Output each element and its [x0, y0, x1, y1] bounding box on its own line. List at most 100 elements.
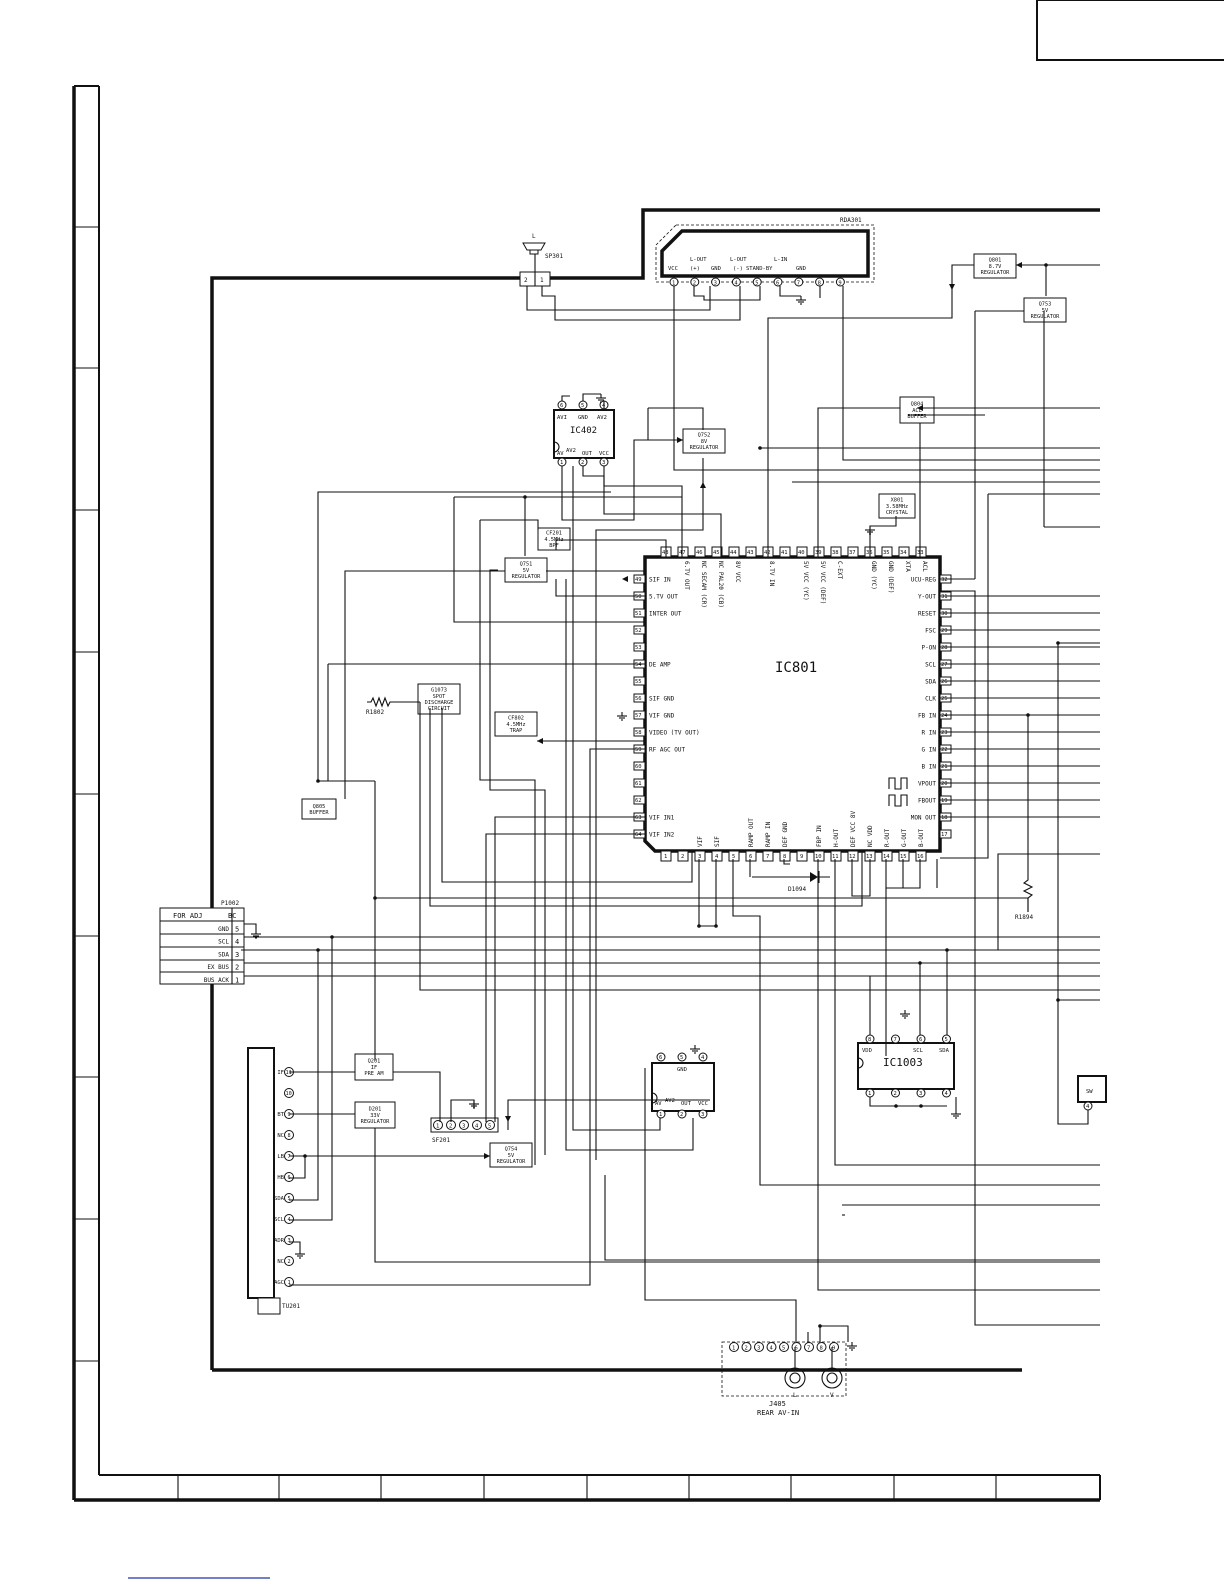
ic801-pin-label: UCU-REG [911, 577, 937, 584]
svg-text:1: 1 [540, 277, 544, 284]
svg-text:BC: BC [228, 912, 236, 920]
ic801-pin-label: NC PAL20 (CB) [717, 561, 724, 608]
ic801-pin [677, 546, 689, 558]
ic801-pin-number: 19 [941, 798, 948, 804]
svg-text:3: 3 [757, 1346, 760, 1352]
page-frame [72, 0, 1224, 1579]
ic801-pin [898, 850, 910, 862]
block-label: X801 [891, 498, 904, 504]
ic801-pin-label: VIF IN2 [649, 832, 675, 839]
svg-text:4: 4 [475, 1124, 479, 1130]
block-label: REGULATOR [497, 1159, 527, 1165]
block-label: 33V [370, 1113, 380, 1119]
ic801-pin-number: 30 [941, 611, 948, 617]
ic801-pin-number: 48 [662, 550, 669, 556]
svg-text:V: V [830, 1392, 834, 1399]
ic801-pin-label: SIF IN [649, 577, 671, 584]
rda301-module: RDA301 VCC L-OUT (+) GND L-OUT (-) STAND… [655, 217, 875, 287]
ic801-pin [847, 850, 859, 862]
ic801-pin-label: GND (DEF) [887, 561, 894, 594]
ic801-pin-number: 62 [635, 798, 642, 804]
svg-text:5: 5 [680, 1055, 683, 1061]
tu201-pin-number: 5 [288, 1196, 291, 1202]
ic801-pin [633, 574, 646, 584]
ic801-pin-number: 6 [749, 854, 752, 860]
ic1003-pin [891, 1088, 900, 1098]
svg-text:(-): (-) [733, 266, 743, 272]
ic801-pin-label: 5V VCC (DEF) [819, 561, 826, 604]
rda301-pin [690, 277, 700, 287]
ic801-pin [881, 850, 893, 862]
ic801-pin-number: 41 [781, 550, 788, 556]
tu201-pin-label: ADR [274, 1238, 285, 1244]
tu201-pin [284, 1277, 294, 1287]
ic801-pin-label: NC VDD [867, 825, 874, 847]
ic801-pin [779, 850, 791, 862]
rda301-pin [835, 277, 845, 287]
ic801-pin-number: 1 [664, 854, 667, 860]
ic801-pin-number: 50 [635, 594, 642, 600]
ic801-pin-label: ACL [921, 561, 928, 572]
ic801-pin [898, 546, 910, 558]
ic801-pin [745, 850, 757, 862]
vpout-pulse-icon [888, 777, 908, 790]
svg-text:GND: GND [578, 415, 588, 421]
board-outline [210, 208, 1100, 1372]
ic801-pin-number: 58 [635, 730, 642, 736]
svg-text:AV2: AV2 [597, 415, 607, 421]
tu201-pin-number: 10 [286, 1091, 292, 1097]
ic801-pin [711, 850, 723, 862]
svg-text:AV2: AV2 [665, 1098, 675, 1104]
ic801-pin [633, 642, 646, 652]
fbout-pulse-icon [888, 794, 908, 807]
ic801-pin-label: VIF GND [649, 713, 675, 720]
block-label: 4.5MHz [506, 722, 525, 728]
ic801-pin-label: R IN [922, 730, 937, 737]
ic801-pin-label: 6.TV OUT [683, 561, 690, 590]
svg-text:4: 4 [945, 1091, 949, 1097]
ic801-pin-number: 25 [941, 696, 948, 702]
svg-text:2: 2 [894, 1091, 897, 1097]
rda301-pin-number: 9 [838, 281, 841, 287]
svg-text:GND: GND [711, 266, 721, 272]
ic801-pin-label: RAMP IN [765, 821, 772, 847]
tu201-pin-number: 9 [288, 1112, 291, 1118]
ic801-pin-number: 37 [849, 550, 856, 556]
rda301-pin-number: 2 [693, 281, 696, 287]
svg-text:GND: GND [677, 1067, 687, 1073]
sw-partial-ic: SW 4 [1057, 643, 1107, 1125]
p1002-row-label: SDA [218, 951, 229, 958]
j405-pin [779, 1342, 789, 1352]
ic801-pin-number: 43 [747, 550, 754, 556]
ic801-pin-number: 53 [635, 645, 642, 651]
tu201-pin-label: AGC [274, 1280, 284, 1286]
sf201-pin [459, 1120, 469, 1130]
ic801-pin-label: R-OUT [884, 829, 891, 847]
ic801-pin-number: 12 [849, 854, 856, 860]
ic801-pin [915, 546, 927, 558]
ic801-pin-number: 15 [900, 854, 907, 860]
svg-text:6: 6 [795, 1346, 798, 1352]
ic801-pin-number: 56 [635, 696, 642, 702]
block-label: Q201 [368, 1059, 381, 1065]
p1002-row-number: 3 [235, 951, 239, 959]
ic801-pin-number: 40 [798, 550, 805, 556]
d1094-diode: D1094 [752, 871, 830, 893]
svg-text:1: 1 [436, 1124, 439, 1130]
ic801-pin-number: 63 [635, 815, 642, 821]
p1002-row-number: 2 [235, 964, 239, 972]
ic801-pin [830, 546, 842, 558]
p1002-row-label: SCL [218, 939, 229, 946]
ic801-pin-number: 31 [941, 594, 948, 600]
ic801-pin-number: 54 [635, 662, 642, 668]
svg-text:1: 1 [868, 1091, 871, 1097]
p1002-row-number: 1 [235, 976, 239, 984]
ic801-pin-number: 18 [941, 815, 948, 821]
ic801-pin-number: 59 [635, 747, 642, 753]
